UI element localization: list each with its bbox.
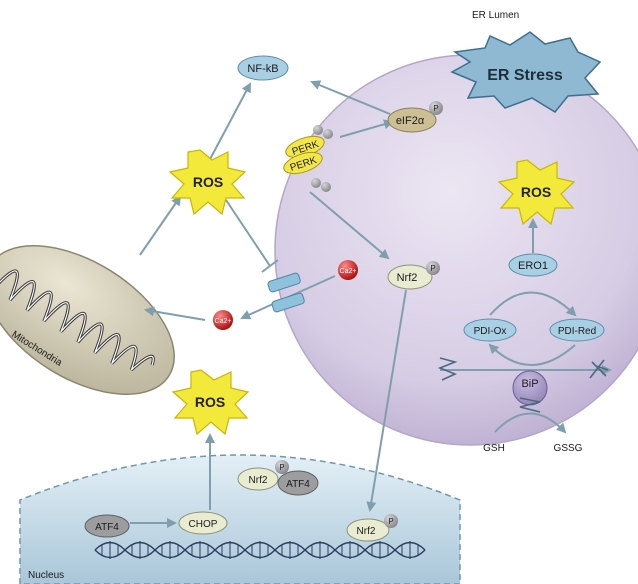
protein-folding-glyphs: [437, 357, 609, 381]
perk-dimer: PERK PERK: [283, 125, 333, 192]
atf4-label: ATF4: [95, 522, 119, 533]
nfkb-label: NF-kB: [247, 63, 278, 75]
arrow-nrf2-to-nucleus: [366, 289, 407, 512]
nrf2-atf4-complex: Nrf2 ATF4 P: [237, 460, 319, 496]
nrf2-cyto-label: Nrf2: [397, 272, 418, 284]
arrow-mito-to-ros: [139, 195, 182, 256]
ros-er-label: ROS: [521, 184, 551, 200]
pdi-red-protein: PDI-Red: [549, 318, 605, 342]
bip-label: BiP: [521, 378, 538, 390]
nrf2-dna-label: Nrf2: [357, 526, 376, 537]
ero1-protein: ERO1: [508, 253, 558, 277]
ros-burst-top: ROS: [168, 149, 247, 216]
ca-er-label: Ca2+: [340, 268, 357, 275]
pdi-redox-cycle: [488, 291, 577, 434]
atf4-protein: ATF4: [84, 514, 130, 538]
arrow-ros-to-nfkb: [207, 82, 251, 164]
inhibit-ros-channel: [225, 199, 271, 267]
arrow-perk-to-eif2a: [339, 119, 394, 138]
gsh-label: GSH: [483, 443, 505, 454]
nfkb-protein: NF-kB: [237, 55, 289, 81]
eif2a-protein: eIF2α P: [387, 101, 443, 133]
nrf2-cytosolic: Nrf2 P: [387, 261, 440, 290]
phospho-label: P: [433, 104, 438, 113]
bip-protein: BiP: [512, 370, 548, 413]
ros-burst-er: ROS: [497, 159, 576, 226]
calcium-ion-er: Ca2+: [338, 260, 358, 280]
svg-text:P: P: [279, 463, 284, 472]
arrow-perk-to-nrf2: [309, 191, 390, 260]
phospho-icon: [323, 129, 333, 139]
mitochondria: Mitochondria: [0, 244, 175, 396]
er-lumen-label: ER Lumen: [472, 10, 519, 21]
phospho-icon: [429, 101, 443, 115]
pdi-ox-protein: PDI-Ox: [463, 318, 517, 342]
svg-text:P: P: [430, 264, 435, 273]
chop-label: CHOP: [189, 519, 218, 530]
nrf2-complex-label: Nrf2: [249, 475, 268, 486]
gssg-label: GSSG: [554, 443, 583, 454]
arrow-ca-to-mito: [144, 306, 206, 321]
phospho-icon: [313, 125, 323, 135]
nrf2-dna-bound: Nrf2 P: [346, 514, 398, 542]
calcium-ion-cytosol: Ca2+: [213, 310, 233, 330]
calcium-channel: [267, 272, 305, 313]
er-stress-burst: ER Stress: [450, 31, 602, 113]
chop-protein: CHOP: [178, 511, 228, 535]
pdi-red-label: PDI-Red: [558, 326, 596, 337]
ros-burst-bottom: ROS: [171, 369, 250, 436]
pathway-arrows: [130, 80, 612, 528]
svg-text:P: P: [388, 517, 393, 526]
phospho-icon: [311, 178, 321, 188]
atf4-complex-label: ATF4: [286, 479, 310, 490]
eif2a-label: eIF2α: [396, 115, 425, 127]
inhibit-bar: [261, 259, 279, 273]
dna-helix: [94, 541, 426, 559]
ero1-label: ERO1: [518, 260, 548, 272]
ros-top-label: ROS: [193, 174, 223, 190]
arrow-eif2a-to-nfkb: [310, 80, 391, 115]
phospho-icon: [321, 182, 331, 192]
ca-cytosol-label: Ca2+: [215, 318, 232, 325]
nucleus-label: Nucleus: [28, 570, 64, 581]
pdi-ox-label: PDI-Ox: [474, 326, 507, 337]
phospho-icon: [384, 514, 398, 528]
phospho-icon: [426, 261, 440, 275]
phospho-icon: [275, 460, 289, 474]
er-stress-label: ER Stress: [487, 67, 563, 84]
ros-bottom-label: ROS: [195, 394, 225, 410]
